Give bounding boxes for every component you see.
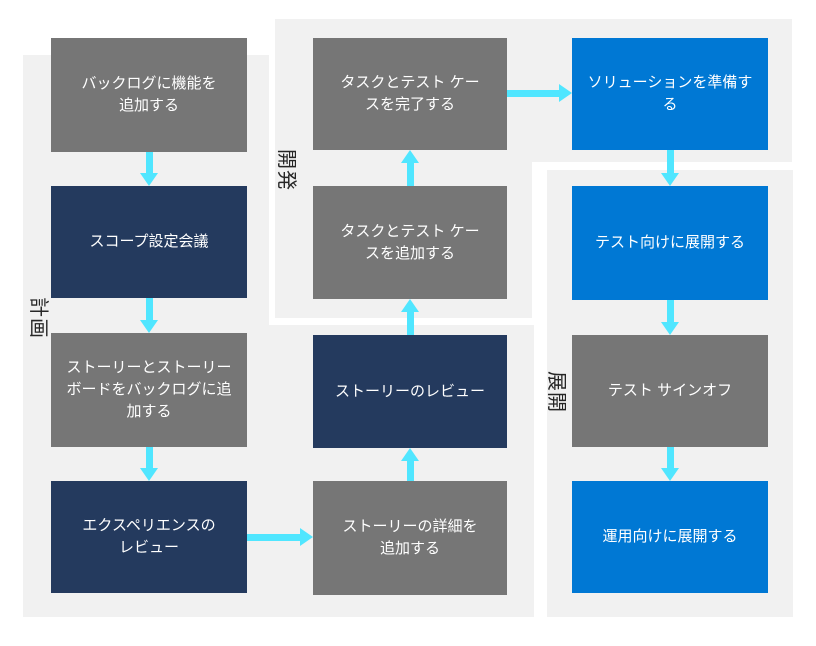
flow-box-add-tasks-test-cases: タスクとテスト ケー スを追加する: [313, 186, 507, 299]
flow-box-test-sign-off: テスト サインオフ: [572, 335, 768, 447]
arrow-down-icon: [660, 300, 680, 335]
arrow-down-icon: [660, 447, 680, 481]
arrow-right-icon: [507, 83, 572, 103]
develop-lane-label: 開発: [275, 149, 298, 191]
arrow-down-icon: [139, 298, 159, 333]
flow-box-add-story-details: ストーリーの詳細を 追加する: [313, 481, 507, 595]
flow-box-complete-tasks-test-cases: タスクとテスト ケー スを完了する: [313, 38, 507, 150]
arrow-right-icon: [247, 527, 313, 547]
flow-box-add-stories-storyboards: ストーリーとストーリー ボードをバックログに追 加する: [51, 333, 247, 447]
flow-box-scoping-meeting: スコープ設定会議: [51, 186, 247, 298]
arrow-down-icon: [660, 150, 680, 186]
arrow-up-icon: [400, 448, 420, 481]
deploy-lane-label: 展開: [545, 371, 568, 413]
arrow-up-icon: [400, 299, 420, 335]
flow-box-deploy-to-test: テスト向けに展開する: [572, 186, 768, 300]
flow-box-add-features-to-backlog: バックログに機能を 追加する: [51, 38, 247, 152]
flow-box-experience-review: エクスペリエンスの レビュー: [51, 481, 247, 593]
arrow-down-icon: [139, 152, 159, 186]
flow-box-story-review: ストーリーのレビュー: [313, 335, 507, 448]
flow-box-deploy-to-production: 運用向けに展開する: [572, 481, 768, 593]
flow-box-prepare-solution: ソリューションを準備する: [572, 38, 768, 150]
arrow-down-icon: [139, 447, 159, 481]
arrow-up-icon: [400, 150, 420, 186]
